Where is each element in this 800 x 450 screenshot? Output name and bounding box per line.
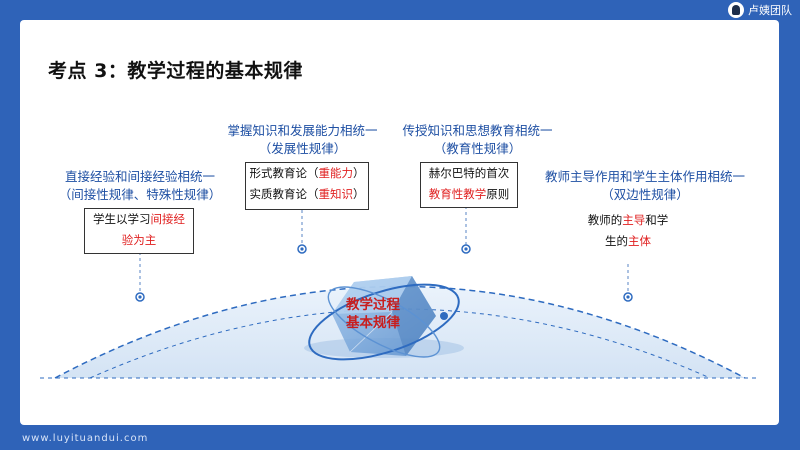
law-heading-teacher-student: 教师主导作用和学生主体作用相统一 （双边性规律） — [544, 169, 745, 202]
slide: 考点 3：教学过程的基本规律 — [20, 20, 779, 425]
law-heading-direct-indirect-experience: 直接经验和间接经验相统一 （间接性规律、特殊性规律） — [58, 169, 222, 202]
core-label-line2: 基本规律 — [346, 315, 400, 331]
brand-name: 卢姨团队 — [748, 4, 792, 17]
law-heading-knowledge-ability: 掌握知识和发展能力相统一 （发展性规律） — [227, 123, 378, 156]
law-detail-box-3: 赫尔巴特的首次 教育性教学原则 — [420, 162, 518, 208]
law-detail-box-1: 学生以学习间接经 验为主 — [84, 208, 194, 254]
dome-inner-arc — [89, 308, 711, 379]
law-detail-box-2: 形式教育论（重能力） 实质教育论（重知识） — [245, 162, 369, 210]
orbit-ring — [327, 286, 441, 358]
law-detail-text-4: 教师的主导和学 生的主体 — [587, 213, 669, 248]
page-title: 考点 3：教学过程的基本规律 — [48, 60, 303, 82]
brand-badge: 卢姨团队 — [728, 2, 792, 18]
core-label-line1: 教学过程 — [346, 297, 400, 313]
dome-illustration — [40, 206, 760, 379]
core-label: 教学过程 基本规律 — [346, 296, 400, 332]
footer-url[interactable]: www.luyituandui.com — [22, 433, 149, 444]
avatar — [728, 2, 744, 18]
core-cube — [304, 276, 464, 361]
law-heading-knowledge-moral: 传授知识和思想教育相统一 （教育性规律） — [402, 123, 553, 156]
